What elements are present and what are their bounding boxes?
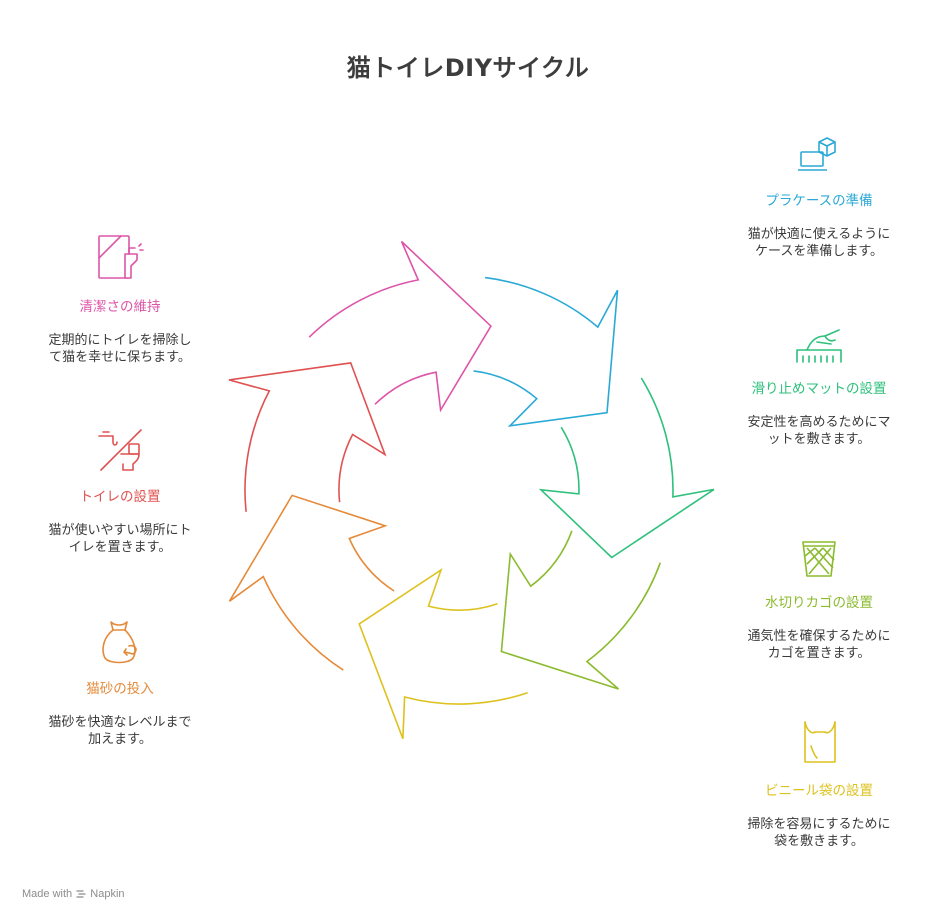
step-desc: 掃除を容易にするために袋を敷きます。 <box>747 817 891 849</box>
step-label: 水切りカゴの設置 <box>765 595 873 611</box>
step-desc: 定期的にトイレを掃除して猫を幸せに保ちます。 <box>48 333 192 365</box>
cycle-arrow-clean <box>308 240 492 413</box>
step-desc: 安定性を高めるためにマットを敷きます。 <box>747 415 891 447</box>
cycle-arrow-case <box>473 276 619 427</box>
step-bag: ビニール袋の設置 掃除を容易にするために袋を敷きます。 <box>745 716 893 850</box>
cycle-arrow-sand <box>228 494 395 671</box>
cycle-arrow-mat <box>538 377 715 559</box>
cycle-arrow-toilet <box>228 362 387 512</box>
step-clean: 清潔さの維持 定期的にトイレを掃除して猫を幸せに保ちます。 <box>46 232 194 366</box>
step-case: プラケースの準備 猫が快適に使えるようにケースを準備します。 <box>745 130 893 260</box>
cycle-arrow-bag <box>358 568 528 739</box>
basket-icon <box>802 541 836 577</box>
step-label: トイレの設置 <box>79 489 161 505</box>
step-desc: 猫砂を快適なレベルまで加えます。 <box>48 715 192 747</box>
step-desc: 猫が使いやすい場所にトイレを置きます。 <box>48 523 192 555</box>
made-with-text: Made with <box>22 888 73 900</box>
step-sand: 猫砂の投入 猫砂を快適なレベルまで加えます。 <box>46 616 194 748</box>
toilet-icon <box>98 429 142 471</box>
step-desc: 猫が快適に使えるようにケースを準備します。 <box>747 227 891 259</box>
step-toilet: トイレの設置 猫が使いやすい場所にトイレを置きます。 <box>46 424 194 556</box>
step-mat: 滑り止めマットの設置 安定性を高めるためにマットを敷きます。 <box>745 322 893 448</box>
step-desc: 通気性を確保するためにカゴを置きます。 <box>747 629 891 661</box>
footer: Made with Napkin <box>22 888 125 900</box>
cycle-arrow-basket <box>500 530 662 690</box>
step-label: 猫砂の投入 <box>86 681 154 697</box>
step-basket: 水切りカゴの設置 通気性を確保するためにカゴを置きます。 <box>745 538 893 662</box>
bag-icon <box>804 721 836 763</box>
hand-comb-icon <box>796 329 842 363</box>
step-label: 清潔さの維持 <box>79 299 161 315</box>
sack-icon <box>102 621 137 664</box>
napkin-brand-text: Napkin <box>90 888 125 900</box>
spray-icon <box>98 235 144 279</box>
step-label: ビニール袋の設置 <box>765 783 873 799</box>
laptop-box-icon <box>798 137 836 171</box>
step-label: プラケースの準備 <box>765 193 873 209</box>
step-label: 滑り止めマットの設置 <box>751 381 887 397</box>
napkin-logo-icon <box>76 890 86 898</box>
page-title: 猫トイレDIYサイクル <box>346 54 590 82</box>
